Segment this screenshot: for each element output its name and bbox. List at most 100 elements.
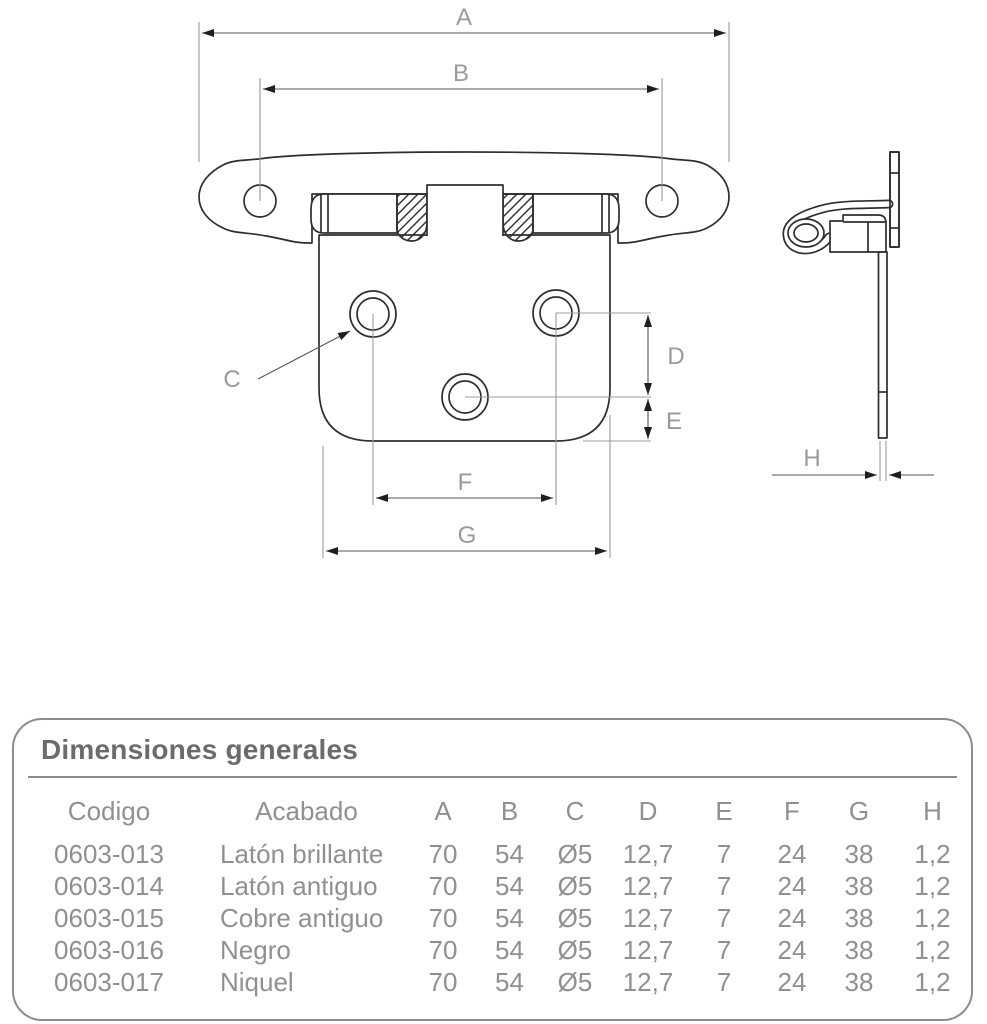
cell-h: 1,2	[914, 871, 951, 901]
hinge-strap-outline	[198, 151, 730, 244]
hinge-technical-drawing: A B C D E F G	[198, 4, 934, 558]
cell-c: Ø5	[557, 839, 593, 869]
section-hatch-left	[396, 193, 428, 242]
cell-f: 24	[777, 871, 807, 901]
dimension-d: D	[644, 315, 685, 395]
cell-a: 70	[428, 967, 458, 997]
dimension-a: A	[202, 4, 726, 37]
cell-e: 7	[716, 903, 732, 933]
cell-d: 12,7	[622, 935, 674, 965]
cell-g: 38	[844, 871, 874, 901]
col-header-h: H	[923, 796, 942, 826]
cell-f: 24	[777, 967, 807, 997]
dim-label-f: F	[458, 469, 473, 496]
dim-label-a: A	[456, 4, 472, 31]
cell-d: 12,7	[622, 871, 674, 901]
front-view: A B C D E F G	[198, 4, 730, 558]
table-row: 0603-015 Cobre antiguo 70 54 Ø5 12,7 7 2…	[14, 902, 971, 934]
hinge-pin	[787, 218, 825, 248]
dimensions-panel: Dimensiones generales Codigo Acabado A B…	[12, 718, 973, 1021]
cell-e: 7	[716, 935, 732, 965]
table-row: 0603-016 Negro 70 54 Ø5 12,7 7 24 38 1,2	[14, 934, 971, 966]
cell-a: 70	[428, 871, 458, 901]
hinge-knuckle-left	[310, 193, 398, 234]
cell-f: 24	[777, 839, 807, 869]
cell-e: 7	[716, 839, 732, 869]
cell-g: 38	[844, 839, 874, 869]
dim-label-g: G	[458, 522, 477, 549]
dim-label-b: B	[453, 60, 469, 87]
strap-curl-profile-inner	[784, 201, 892, 253]
door-panel-section	[889, 151, 900, 248]
cell-h: 1,2	[914, 903, 951, 933]
callout-c: C	[223, 330, 351, 393]
side-view: H	[772, 151, 934, 481]
cell-c: Ø5	[557, 903, 593, 933]
dimensions-table: Codigo Acabado A B C D E F G H 0603-013 …	[14, 794, 971, 998]
cell-b: 54	[495, 935, 524, 965]
table-row: 0603-017 Niquel 70 54 Ø5 12,7 7 24 38 1,…	[14, 966, 971, 998]
cell-acabado: Latón antiguo	[220, 871, 378, 901]
mounting-block	[829, 214, 887, 253]
dimension-f: F	[376, 469, 553, 502]
cell-a: 70	[428, 935, 458, 965]
cell-f: 24	[777, 935, 807, 965]
extension-lines	[198, 22, 730, 558]
panel-title: Dimensiones generales	[41, 734, 358, 765]
cell-c: Ø5	[557, 935, 593, 965]
dim-label-c: C	[223, 366, 240, 393]
cell-acabado: Cobre antiguo	[220, 903, 384, 933]
panel-divider	[28, 776, 957, 778]
table-row: 0603-014 Latón antiguo 70 54 Ø5 12,7 7 2…	[14, 870, 971, 902]
cell-a: 70	[428, 903, 458, 933]
cell-e: 7	[716, 871, 732, 901]
cell-d: 12,7	[622, 903, 674, 933]
cell-b: 54	[495, 839, 524, 869]
cell-e: 7	[716, 967, 732, 997]
section-hatch-right	[502, 193, 534, 242]
cell-codigo: 0603-017	[54, 967, 164, 997]
dimension-h: H	[772, 441, 934, 481]
cell-c: Ø5	[557, 967, 593, 997]
dim-label-d: D	[667, 343, 684, 370]
cell-codigo: 0603-015	[54, 903, 164, 933]
cell-acabado: Negro	[220, 935, 291, 965]
cell-g: 38	[844, 935, 874, 965]
col-header-b: B	[500, 796, 519, 826]
dimension-g: G	[326, 522, 607, 555]
cell-h: 1,2	[914, 839, 951, 869]
cell-c: Ø5	[557, 871, 593, 901]
cell-a: 70	[428, 839, 458, 869]
cell-f: 24	[777, 903, 807, 933]
cell-codigo: 0603-013	[54, 839, 164, 869]
cell-codigo: 0603-014	[54, 871, 164, 901]
cell-acabado: Latón brillante	[220, 839, 384, 869]
cell-h: 1,2	[914, 935, 951, 965]
col-header-d: D	[638, 796, 658, 826]
table-header: Codigo Acabado A B C D E F G H	[14, 794, 971, 838]
dim-label-h: H	[803, 445, 820, 472]
col-header-codigo: Codigo	[67, 796, 151, 826]
cell-h: 1,2	[914, 967, 951, 997]
plate-center-tab	[426, 184, 504, 236]
col-header-e: E	[715, 796, 733, 826]
cell-d: 12,7	[622, 839, 674, 869]
cell-acabado: Niquel	[220, 967, 294, 997]
col-header-f: F	[784, 796, 800, 826]
strap-leg	[877, 251, 888, 439]
col-header-acabado: Acabado	[255, 796, 358, 826]
dimension-b: B	[263, 60, 659, 93]
door-panel-edge-restroke	[889, 151, 900, 248]
cell-b: 54	[495, 871, 524, 901]
col-header-c: C	[565, 796, 585, 826]
table-body: 0603-013 Latón brillante 70 54 Ø5 12,7 7…	[14, 838, 971, 998]
dimension-e: E	[644, 399, 682, 439]
cell-codigo: 0603-016	[54, 935, 164, 965]
col-header-a: A	[434, 796, 452, 826]
dim-label-e: E	[666, 408, 682, 435]
hinge-knuckle-right	[532, 193, 620, 234]
col-header-g: G	[848, 796, 870, 826]
cell-g: 38	[844, 967, 874, 997]
cell-d: 12,7	[622, 967, 674, 997]
